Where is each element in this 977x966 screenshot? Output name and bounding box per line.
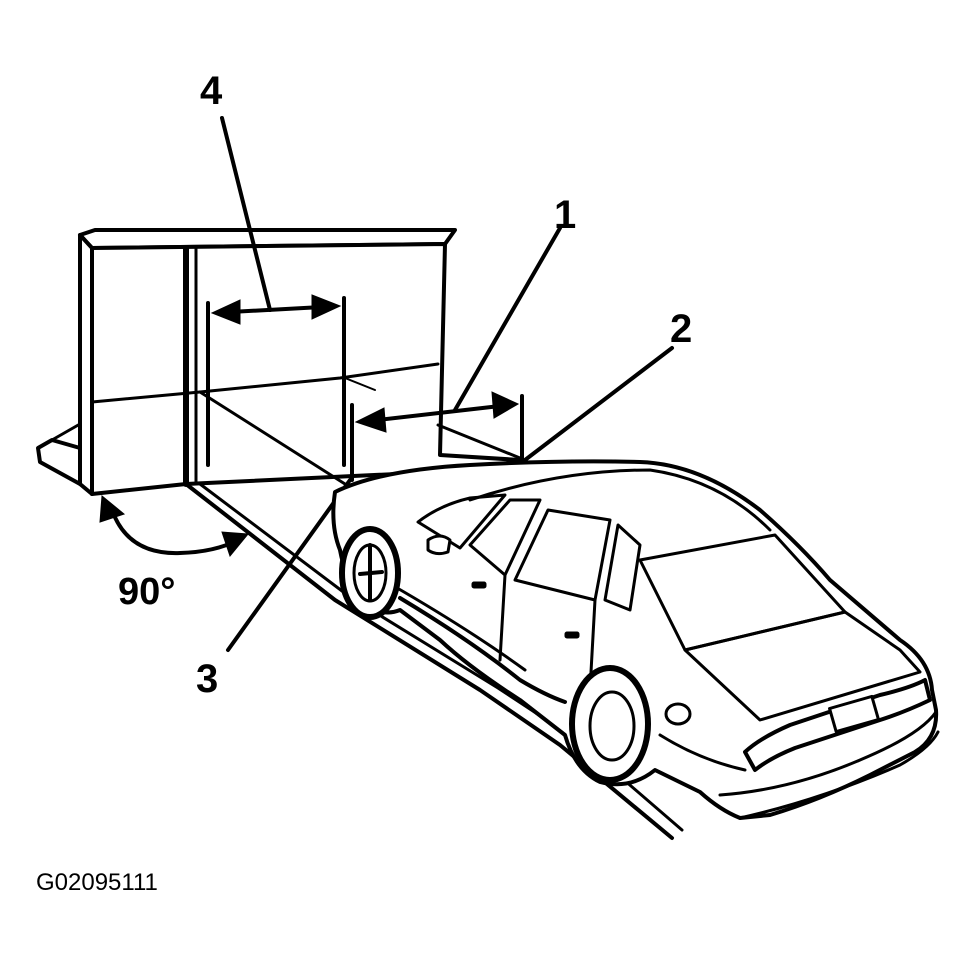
alignment-board — [36, 228, 522, 496]
front-wheel — [339, 526, 401, 620]
angle-label: 90° — [118, 571, 175, 613]
callout-3: 3 — [196, 657, 218, 701]
callout-1: 1 — [554, 193, 576, 237]
measurement-arrow-1 — [350, 226, 562, 482]
leader-3 — [226, 478, 352, 652]
leader-2 — [523, 346, 674, 462]
callout-4: 4 — [200, 69, 223, 113]
measurement-arrow-4 — [206, 116, 346, 467]
figure-id: G02095111 — [36, 869, 158, 896]
car-illustration — [331, 459, 940, 820]
rear-wheel — [569, 665, 651, 783]
right-angle-indicator — [99, 495, 249, 558]
callout-2: 2 — [670, 307, 692, 351]
